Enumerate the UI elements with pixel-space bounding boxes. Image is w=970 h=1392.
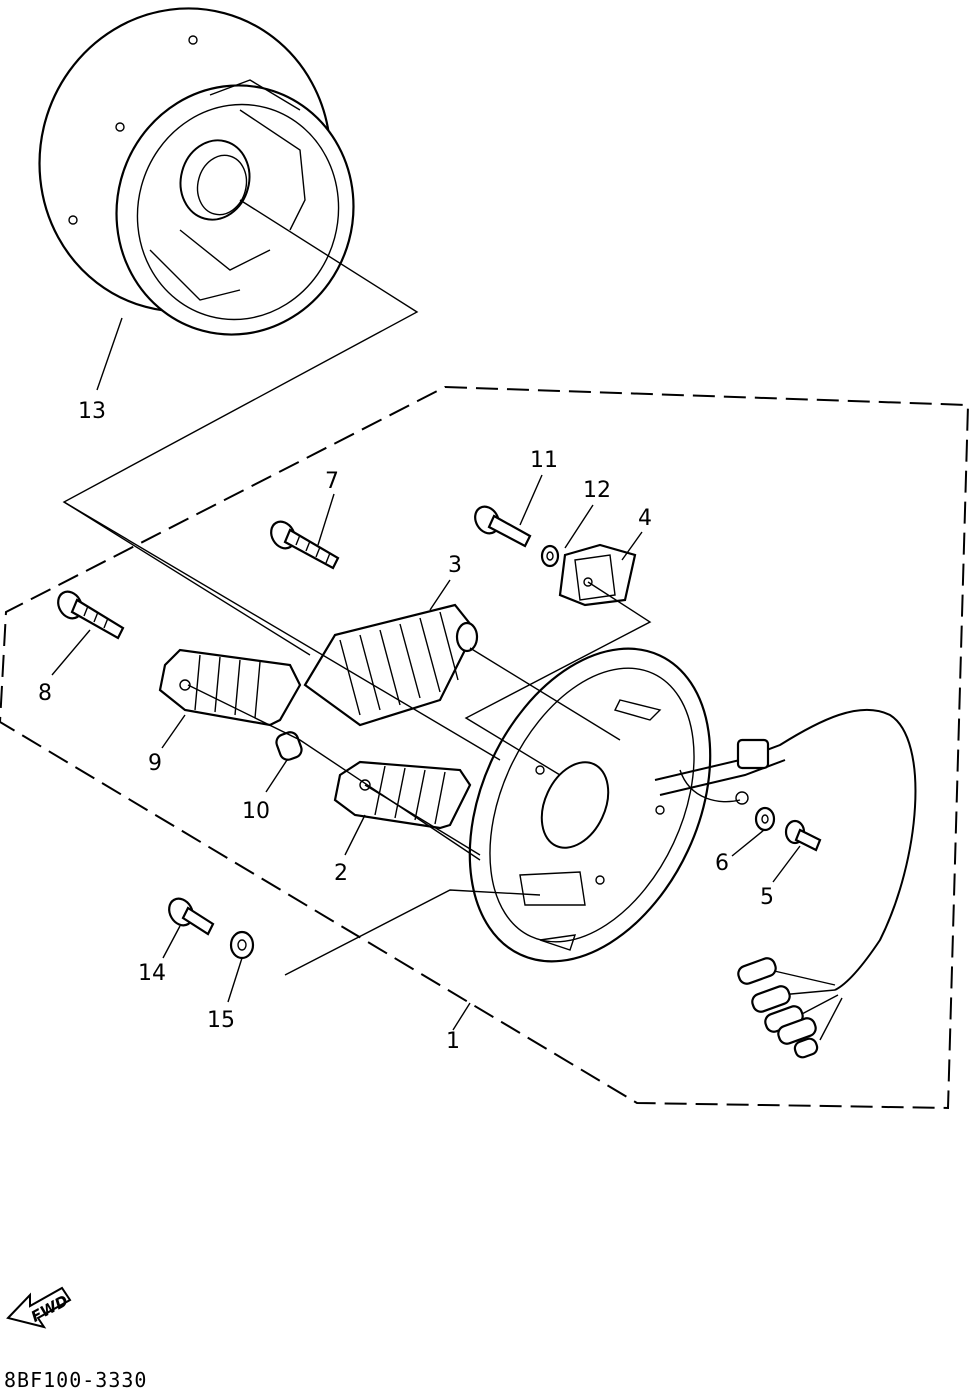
callout-7: 7 [325,469,339,494]
washer-15 [229,930,255,960]
charge-coil [303,603,479,727]
screw-14 [168,897,215,936]
callout-6: 6 [715,851,729,876]
collar-10 [275,731,303,761]
callout-13: 13 [78,399,106,424]
callout-4: 4 [638,506,652,531]
stator-base-plate [468,647,917,991]
assembly-lines [62,199,652,976]
diagram-reference-code: 8BF100-3330 [4,1368,147,1392]
source-coil [558,543,637,607]
bolt-8 [57,590,125,640]
callout-5: 5 [760,885,774,910]
callout-11: 11 [530,448,558,473]
forward-arrow-label: FWD [28,1292,71,1326]
screw-5 [784,819,822,852]
callout-12: 12 [583,478,611,503]
flywheel-rotor [38,7,355,336]
stator-assembly-boundary [0,385,970,1110]
wire-connectors [737,957,843,1059]
lighting-coil [333,760,472,830]
washer-12 [540,544,560,568]
callout-1: 1 [446,1029,460,1054]
leader-lines [51,317,801,1031]
callout-3: 3 [448,553,462,578]
pulser-coil [158,648,302,727]
callout-9: 9 [148,751,162,776]
callout-14: 14 [138,961,166,986]
callout-10: 10 [242,799,270,824]
washer-6 [754,806,776,832]
callout-labels: 13 11 12 4 7 3 8 9 10 2 6 5 14 15 1 [38,399,774,1054]
callout-8: 8 [38,681,52,706]
bolt-11 [474,505,532,548]
callout-2: 2 [334,861,348,886]
bolt-7 [270,520,340,570]
forward-arrow-icon: FWD [6,1286,72,1329]
callout-15: 15 [207,1008,235,1033]
